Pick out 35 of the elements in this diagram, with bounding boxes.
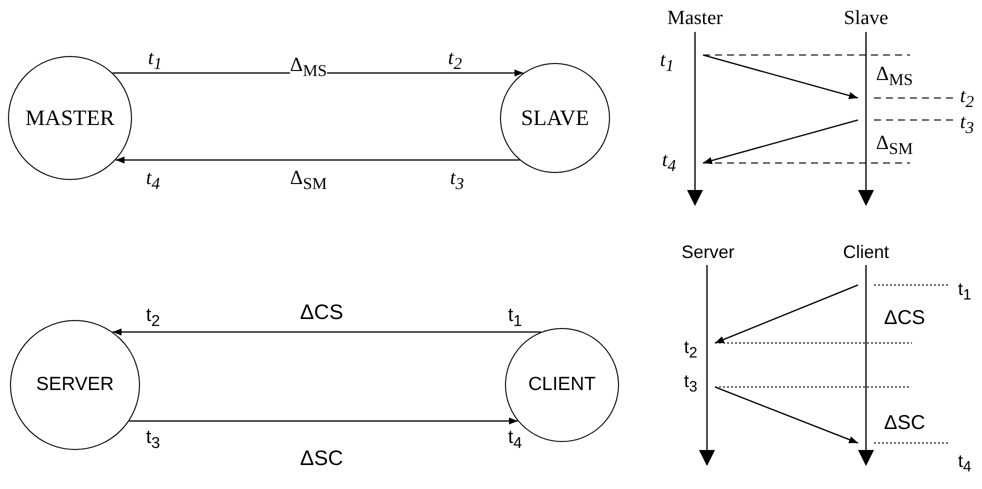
lifeline-arrow: [699, 265, 715, 466]
time-label: t$_{3}$: [960, 112, 974, 137]
lifeline-label: Master: [668, 6, 722, 30]
node-circle: MASTER: [8, 56, 132, 180]
time-label: t$_{3}$: [450, 168, 464, 193]
time-label: t$_{2}$: [960, 86, 974, 111]
arrow: [129, 417, 518, 425]
arrow: [112, 69, 524, 77]
time-label: t$_{4}$: [958, 452, 972, 475]
time-label: t$_{2}$: [448, 48, 462, 73]
lifeline-arrow: [858, 32, 874, 206]
time-label: t$_{3}$: [684, 372, 698, 395]
arrow: [116, 156, 520, 164]
lifeline-arrow: [687, 32, 703, 206]
time-label: t$_{2}$: [684, 338, 698, 361]
arrow: [714, 386, 858, 444]
arrow: [714, 284, 858, 344]
time-label: t$_{4}$: [508, 428, 522, 452]
time-label: t$_{1}$: [958, 280, 972, 303]
arrow: [702, 119, 858, 164]
time-label: t$_{1}$: [660, 50, 674, 75]
arrow: [702, 54, 858, 100]
node-circle: SLAVE: [500, 63, 610, 173]
arrow: [112, 328, 542, 336]
node-circle: SERVER: [10, 320, 140, 450]
time-label: t$_{3}$: [146, 428, 160, 452]
lifeline-label: Slave: [842, 6, 890, 30]
lifeline-arrow: [858, 265, 874, 466]
lifeline-label: Client: [838, 241, 894, 263]
time-label: t$_{1}$: [148, 48, 162, 73]
time-label: t$_{4}$: [146, 168, 160, 193]
time-label: t$_{1}$: [508, 306, 522, 330]
time-label: t$_{4}$: [662, 150, 676, 175]
time-label: t$_{2}$: [146, 306, 160, 330]
lifeline-label: Server: [683, 241, 733, 263]
